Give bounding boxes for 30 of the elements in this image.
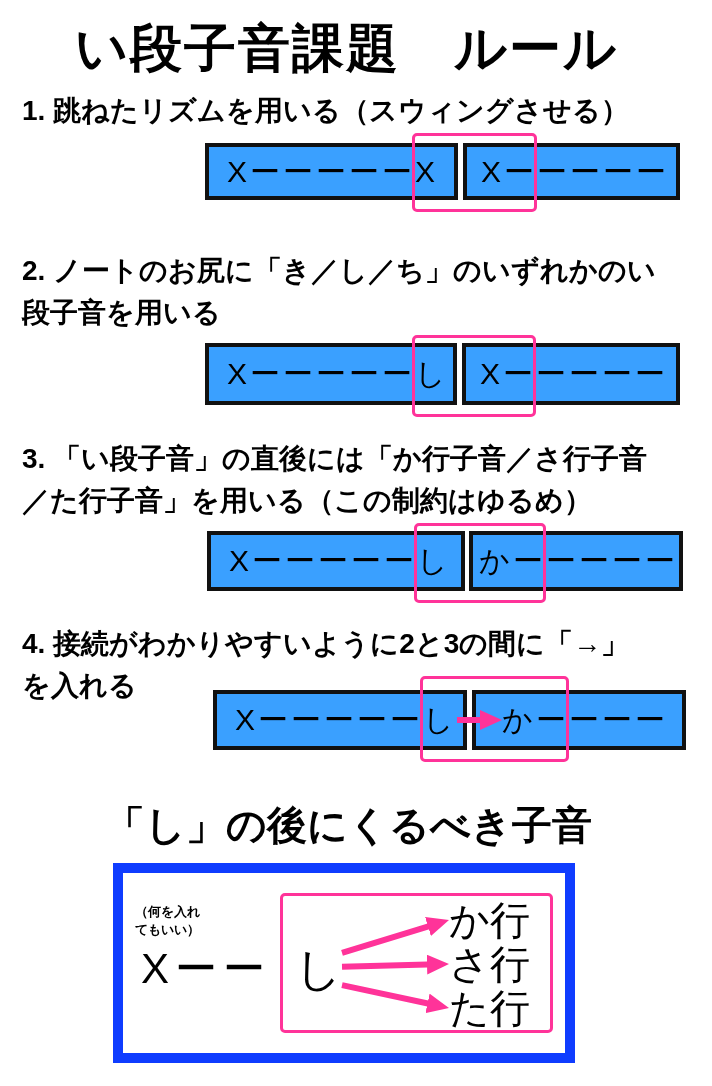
note-text: （何を入れてもいい） [135,903,201,939]
kana-label: た行 [449,988,530,1028]
measure-bar: Xーーーーー [463,143,680,200]
measure-bar: Xーーーーーし [205,343,457,405]
kana-label: さ行 [449,944,530,984]
section-heading: 「し」の後にくるべき子音 [105,803,592,847]
highlight-frame [280,893,553,1033]
rule-text: 4. 接続がわかりやすいように2と3の間に「→」を入れる [22,627,631,703]
arrow [341,916,450,956]
measure-bar: XーーーーーX [205,143,458,200]
syllable: か [502,705,536,735]
outline-frame [113,863,575,1063]
note-sequence: Xーー [141,948,271,990]
rule-text: 2. ノートのお尻に「き／し／ち」のいずれかのい段子音を用いる [22,254,658,330]
measure-bar: Xーーーーーし [207,531,465,591]
syllable: し [423,705,457,735]
kana-label: か行 [449,900,530,940]
measure-bar [213,690,467,750]
measure-bar: Xーーーーー [462,343,680,405]
measure-bar: かーーーーー [469,531,683,591]
note-sequence: Xーーーーー [235,705,423,735]
syllable: し [295,946,342,992]
note-sequence: ーーーー [536,705,668,735]
rule-text: 1. 跳ねたリズムを用いる（スウィングさせる） [22,94,631,128]
arrow [457,710,502,730]
page-title: い段子音課題 ルール [75,20,618,78]
rule-text: 3. 「い段子音」の直後には「か行子音／さ行子音／た行子音」を用いる（この制約はゆるめ） [22,442,649,518]
arrow [341,954,450,975]
measure-bar [472,690,686,750]
arrow [341,982,450,1014]
